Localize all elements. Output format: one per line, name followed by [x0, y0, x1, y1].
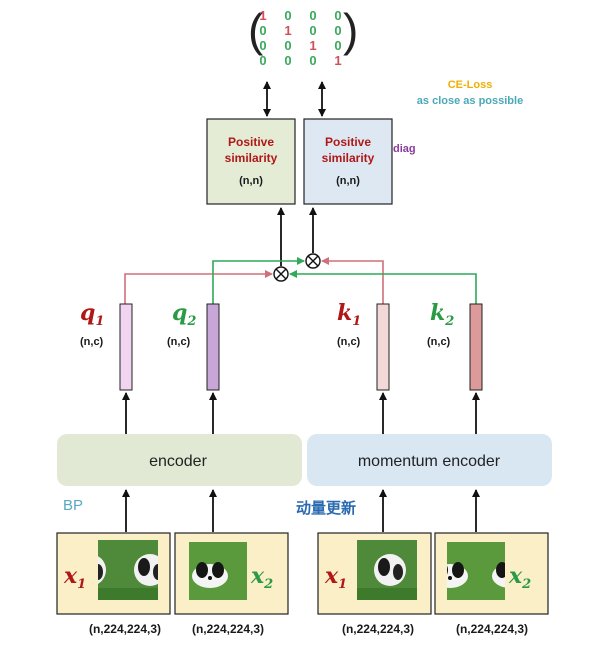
svg-text:k2: k2: [430, 300, 454, 329]
feature-dims-k2: (n,c): [427, 336, 451, 348]
svg-text:x2: x2: [508, 563, 531, 592]
multiply-node-right: [305, 253, 321, 269]
svg-text:q2: q2: [172, 300, 196, 329]
input-dims-x2: (n,224,224,3): [192, 622, 264, 636]
feature-bar-k2: [469, 303, 483, 391]
matrix-cell-r1-c4: 0: [334, 8, 341, 23]
momentum-encoder-block: momentum encoder: [307, 434, 552, 486]
similarity-right-label2: similarity: [322, 151, 375, 165]
feature-label-k1: k1 (n,c): [337, 300, 361, 348]
loss-subtitle: as close as possible: [417, 95, 523, 107]
similarity-box-left: Positive similarity (n,n): [206, 118, 296, 205]
similarity-right-dims: (n,n): [336, 175, 360, 187]
matrix-cell-r2-c4: 0: [334, 23, 341, 38]
dog-image-x1-momentum: [357, 540, 417, 600]
input-dims-x1: (n,224,224,3): [89, 622, 161, 636]
svg-text:q1: q1: [80, 300, 104, 329]
matrix-cell-r2-c1: 0: [259, 23, 266, 38]
feature-dims-q2: (n,c): [167, 336, 191, 348]
matrix-cell-r4-c1: 0: [259, 53, 266, 68]
feature-dims-q1: (n,c): [80, 336, 104, 348]
feature-label-q2: q2 (n,c): [167, 300, 196, 348]
dog-image-x2-momentum: [447, 542, 505, 600]
feature-bar-q1: [119, 303, 133, 391]
matrix-cell-r1-c2: 0: [284, 8, 291, 23]
matrix-cell-r1-c3: 0: [309, 8, 316, 23]
input-box-x1: x1: [56, 532, 171, 615]
matrix-cell-r4-c3: 0: [309, 53, 316, 68]
matrix-cell-r4-c4: 1: [334, 53, 341, 68]
matrix-cell-r3-c3: 1: [309, 38, 316, 53]
matrix-left-bracket: (: [248, 4, 264, 56]
matrix-cell-r3-c4: 0: [334, 38, 341, 53]
matrix-cell-r2-c3: 0: [309, 23, 316, 38]
feature-dims-k1: (n,c): [337, 336, 361, 348]
multiply-node-left: [273, 266, 289, 282]
similarity-box-right: Positive similarity (n,n): [303, 118, 393, 205]
route-q1: [124, 270, 273, 304]
route-q2: [212, 257, 305, 304]
feature-bar-q2: [206, 303, 220, 391]
momentum-encoder-label: momentum encoder: [358, 453, 501, 470]
input-dims-x2-momentum: (n,224,224,3): [456, 622, 528, 636]
dog-image-x2: [189, 542, 247, 600]
encoder-block: encoder: [57, 434, 302, 486]
route-k1: [321, 257, 384, 304]
matrix-cell-r2-c2: 1: [284, 23, 291, 38]
dog-image-x1: [98, 540, 158, 600]
similarity-left-label1: Positive: [228, 135, 274, 149]
matrix-cell-r3-c2: 0: [284, 38, 291, 53]
diag-label: diag: [393, 143, 416, 155]
input-dims-x1-momentum: (n,224,224,3): [342, 622, 414, 636]
momentum-update-label: 动量更新: [296, 499, 356, 517]
matrix-right-bracket: ): [343, 4, 358, 56]
bp-label: BP: [63, 497, 83, 514]
matrix-cell-r1-c1: 1: [259, 8, 266, 23]
svg-text:x1: x1: [324, 563, 347, 592]
encoder-label: encoder: [149, 453, 207, 470]
matrix-cell-r3-c1: 0: [259, 38, 266, 53]
similarity-right-label1: Positive: [325, 135, 371, 149]
similarity-left-label2: similarity: [225, 151, 278, 165]
input-box-x1-momentum: x1: [317, 532, 432, 615]
svg-text:x2: x2: [250, 563, 273, 592]
svg-text:x1: x1: [63, 563, 86, 592]
svg-text:k1: k1: [337, 300, 361, 329]
feature-bar-k1: [376, 303, 390, 391]
matrix-cell-r4-c2: 0: [284, 53, 291, 68]
loss-title: CE-Loss: [448, 79, 493, 91]
similarity-left-dims: (n,n): [239, 175, 263, 187]
feature-label-q1: q1 (n,c): [80, 300, 104, 348]
route-k2: [289, 270, 477, 304]
feature-label-k2: k2 (n,c): [427, 300, 454, 348]
input-box-x2-momentum: x2: [434, 532, 549, 615]
input-box-x2: x2: [174, 532, 289, 615]
